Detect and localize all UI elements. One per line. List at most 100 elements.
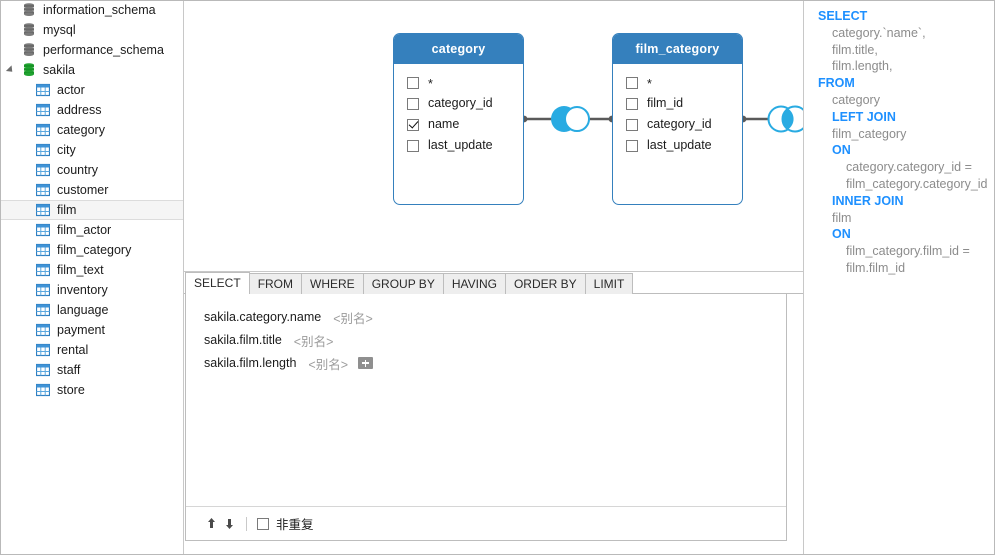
tab-order-by[interactable]: ORDER BY bbox=[504, 273, 586, 294]
table-icon bbox=[36, 203, 50, 217]
diagram-field-row[interactable]: category_id bbox=[613, 114, 742, 135]
field-checkbox[interactable] bbox=[626, 97, 638, 110]
select-column-list[interactable]: sakila.category.name<别名>sakila.film.titl… bbox=[186, 294, 786, 506]
tab-from[interactable]: FROM bbox=[248, 273, 303, 294]
tab-limit[interactable]: LIMIT bbox=[584, 273, 634, 294]
sql-token: FROM bbox=[818, 76, 855, 91]
select-column-name[interactable]: sakila.category.name bbox=[204, 310, 322, 324]
field-label: name bbox=[428, 117, 460, 132]
sql-line: ON bbox=[818, 226, 989, 243]
field-label: last_update bbox=[428, 138, 493, 153]
field-checkbox[interactable] bbox=[626, 139, 638, 152]
sql-line: film_category.film_id = film.film_id bbox=[818, 243, 989, 277]
arrow-down-glyph bbox=[225, 519, 233, 529]
table-label: store bbox=[57, 382, 85, 397]
select-row[interactable]: sakila.category.name <别名> bbox=[186, 308, 786, 326]
add-column-button[interactable] bbox=[358, 357, 374, 369]
sidebar-table-address[interactable]: address bbox=[0, 100, 183, 120]
diagram-field-row[interactable]: name bbox=[394, 114, 523, 135]
distinct-checkbox-box[interactable] bbox=[257, 517, 269, 530]
select-column-name[interactable]: sakila.film.length bbox=[204, 356, 297, 370]
distinct-checkbox[interactable]: 非重复 bbox=[257, 514, 314, 533]
sidebar-table-actor[interactable]: actor bbox=[0, 80, 183, 100]
table-icon bbox=[36, 163, 50, 177]
table-label: language bbox=[57, 302, 109, 317]
sidebar-table-store[interactable]: store bbox=[0, 380, 183, 400]
field-checkbox[interactable] bbox=[626, 76, 638, 89]
sidebar-table-staff[interactable]: staff bbox=[0, 360, 183, 380]
sidebar-table-film[interactable]: film bbox=[0, 200, 183, 220]
sidebar-table-language[interactable]: language bbox=[0, 300, 183, 320]
field-checkbox[interactable] bbox=[407, 76, 419, 89]
table-icon bbox=[36, 243, 50, 257]
clause-editor-pane[interactable]: sakila.category.name<别名>sakila.film.titl… bbox=[185, 294, 787, 541]
diagram-field-row[interactable]: * bbox=[613, 72, 742, 93]
toolbar-divider bbox=[246, 516, 247, 531]
sidebar-database-performance_schema[interactable]: performance_schema bbox=[0, 40, 183, 60]
sidebar-table-country[interactable]: country bbox=[0, 160, 183, 180]
database-icon bbox=[24, 23, 34, 36]
table-icon bbox=[36, 83, 50, 97]
diagram-field-row[interactable]: film_id bbox=[613, 93, 742, 114]
select-alias-placeholder[interactable]: <别名> bbox=[293, 334, 334, 349]
sql-token: film.title, bbox=[832, 42, 878, 57]
database-label: information_schema bbox=[43, 2, 156, 17]
tab-select[interactable]: SELECT bbox=[185, 272, 250, 295]
field-checkbox[interactable] bbox=[626, 118, 638, 131]
sidebar-database-sakila[interactable]: sakila bbox=[0, 60, 183, 80]
sidebar-table-category[interactable]: category bbox=[0, 120, 183, 140]
arrow-up-icon[interactable] bbox=[202, 514, 220, 534]
table-icon bbox=[36, 183, 50, 197]
sql-line: INNER JOIN bbox=[818, 193, 989, 210]
tab-group-by[interactable]: GROUP BY bbox=[362, 273, 444, 294]
select-alias-placeholder[interactable]: <别名> bbox=[333, 311, 373, 326]
database-label: performance_schema bbox=[43, 42, 164, 57]
sidebar-table-payment[interactable]: payment bbox=[0, 320, 183, 340]
diagram-table-title[interactable]: film_category bbox=[613, 34, 742, 64]
sql-line: film.title, bbox=[818, 42, 989, 59]
sidebar-table-film_category[interactable]: film_category bbox=[0, 240, 183, 260]
field-checkbox[interactable] bbox=[407, 118, 419, 131]
sidebar-database-information_schema[interactable]: information_schema bbox=[0, 0, 183, 20]
sidebar-table-film_text[interactable]: film_text bbox=[0, 260, 183, 280]
diagram-table-title[interactable]: category bbox=[394, 34, 523, 64]
sidebar-table-film_actor[interactable]: film_actor bbox=[0, 220, 183, 240]
select-alias-placeholder[interactable]: <别名> bbox=[308, 357, 349, 372]
select-column-name[interactable]: sakila.film.title bbox=[204, 333, 282, 347]
sql-line: ON bbox=[818, 142, 989, 159]
diagram-field-row[interactable]: * bbox=[394, 72, 523, 93]
table-icon bbox=[36, 283, 50, 297]
sidebar-table-rental[interactable]: rental bbox=[0, 340, 183, 360]
tab-having[interactable]: HAVING bbox=[442, 273, 506, 294]
select-row[interactable]: sakila.film.length <别名> bbox=[186, 354, 786, 372]
sidebar-table-inventory[interactable]: inventory bbox=[0, 280, 183, 300]
expander-icon[interactable] bbox=[5, 65, 16, 75]
select-row[interactable]: sakila.film.title <别名> bbox=[186, 331, 786, 349]
table-icon bbox=[36, 103, 50, 117]
table-icon bbox=[36, 263, 50, 277]
sql-token: film bbox=[832, 210, 852, 225]
clause-toolbar[interactable]: 非重复 bbox=[186, 506, 786, 540]
sidebar-table-customer[interactable]: customer bbox=[0, 180, 183, 200]
field-checkbox[interactable] bbox=[407, 97, 419, 110]
table-label: payment bbox=[57, 322, 105, 337]
diagram-field-row[interactable]: last_update bbox=[613, 135, 742, 156]
diagram-field-row[interactable]: category_id bbox=[394, 93, 523, 114]
sidebar-database-mysql[interactable]: mysql bbox=[0, 20, 183, 40]
tab-where[interactable]: WHERE bbox=[301, 273, 364, 294]
sidebar-table-city[interactable]: city bbox=[0, 140, 183, 160]
field-checkbox[interactable] bbox=[407, 139, 419, 152]
diagram-field-row[interactable]: last_update bbox=[394, 135, 523, 156]
arrow-down-icon[interactable] bbox=[220, 514, 238, 534]
table-icon bbox=[36, 123, 50, 137]
sql-line: category.`name`, bbox=[818, 25, 989, 42]
sql-token: film_category.film_id = film.film_id bbox=[846, 244, 974, 275]
